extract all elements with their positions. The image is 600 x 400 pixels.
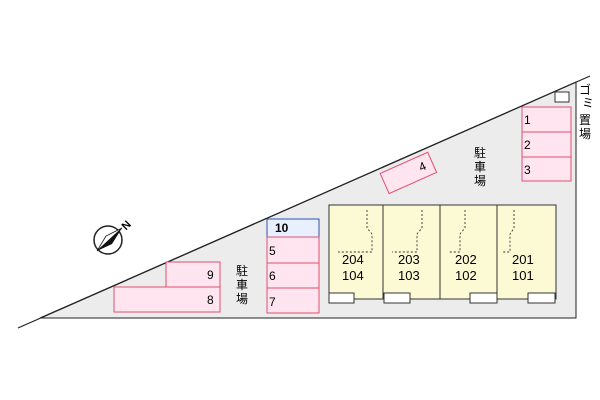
road-line: [17, 75, 591, 329]
parking-right-column: 1 2 3: [521, 106, 572, 182]
unit-204[interactable]: 204: [342, 252, 364, 267]
parking-label-right-2: 車: [474, 160, 486, 174]
parking-slot-5-label: 5: [269, 244, 276, 258]
parking-slot-7[interactable]: [266, 287, 320, 314]
parking-label-right: 駐 車 場: [474, 145, 486, 188]
compass-north-label: N: [120, 219, 134, 233]
parking-slot-8[interactable]: [113, 286, 221, 313]
unit-104[interactable]: 104: [342, 268, 364, 283]
unit-103[interactable]: 103: [398, 268, 420, 283]
parking-slot-10-label: 10: [275, 221, 289, 235]
compass-icon: N: [93, 219, 134, 255]
entrance-102: [469, 292, 498, 304]
garbage-label-3: 置: [579, 113, 591, 127]
building: 204 104 203 103 202 102 201 101: [328, 204, 557, 304]
parking-slot-3-label: 3: [524, 163, 531, 177]
entrance-103: [383, 292, 411, 304]
parking-slot-3[interactable]: [521, 156, 572, 182]
parking-label-left-1: 駐: [236, 263, 248, 278]
parking-slot-6[interactable]: [266, 262, 320, 289]
unit-202[interactable]: 202: [455, 252, 477, 267]
parking-slot-1-label: 1: [524, 113, 531, 127]
parking-slot-7-label: 7: [269, 295, 276, 309]
entrance-104: [328, 292, 355, 304]
garbage-box: [554, 91, 570, 103]
parking-left-row: 9 8: [113, 261, 221, 313]
unit-102[interactable]: 102: [455, 268, 477, 283]
garbage-label-4: 場: [579, 127, 591, 141]
parking-slot-8-label: 8: [207, 293, 214, 307]
parking-slot-4-group: 4: [379, 151, 438, 195]
garbage-area: ゴ ミ 置 場: [554, 82, 594, 141]
parking-label-left: 駐 車 場: [236, 263, 248, 306]
garbage-label-1: ゴ: [579, 82, 591, 97]
parking-left-column: 10 5 6 7: [266, 218, 320, 314]
parking-label-right-3: 場: [474, 174, 486, 188]
parking-label-right-1: 駐: [474, 145, 486, 160]
parking-slot-2-label: 2: [524, 138, 531, 152]
entrance-101: [527, 292, 556, 304]
parking-label-left-2: 車: [236, 278, 248, 292]
unit-201[interactable]: 201: [512, 252, 534, 267]
parking-slot-9-label: 9: [207, 268, 214, 282]
stair-markings: [338, 210, 515, 253]
unit-101[interactable]: 101: [512, 268, 534, 283]
parking-slot-4[interactable]: [379, 151, 438, 195]
parking-label-left-3: 場: [236, 292, 248, 306]
parking-slot-6-label: 6: [269, 269, 276, 283]
parking-slot-2[interactable]: [521, 131, 572, 158]
garbage-label-2: ミ: [582, 96, 594, 110]
unit-203[interactable]: 203: [398, 252, 420, 267]
